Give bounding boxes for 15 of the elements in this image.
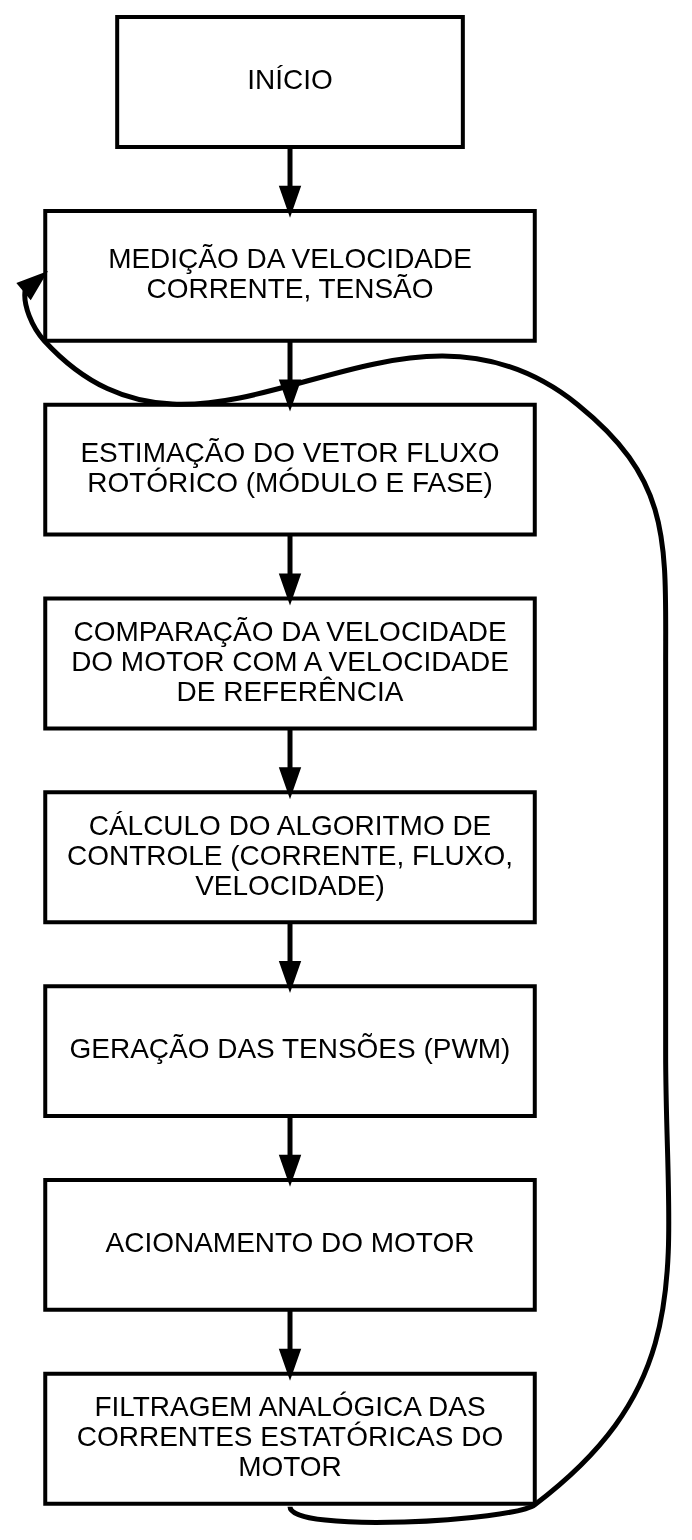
node-box: COMPARAÇÃO DA VELOCIDADE DO MOTOR COM A VELOCIDADE DE REFERÊNCIA xyxy=(42,596,537,731)
node-box: MEDIÇÃO DA VELOCIDADE CORRENTE, TENSÃO xyxy=(42,208,537,343)
arrow xyxy=(278,1310,301,1381)
node-box: INÍCIO xyxy=(114,15,465,149)
arrow xyxy=(278,728,301,800)
node-box: CÁLCULO DO ALGORITMO DE CONTROLE (CORRENTE, FLUXO, VELOCIDADE) xyxy=(42,790,537,925)
arrow xyxy=(278,534,301,606)
arrow xyxy=(278,1116,301,1187)
arrow xyxy=(15,270,671,1525)
node-box: GERAÇÃO DAS TENSÕES (PWM) xyxy=(42,984,537,1118)
arrow xyxy=(278,922,301,994)
node-box: ESTIMAÇÃO DO VETOR FLUXO ROTÓRICO (MÓDULO E FASE) xyxy=(42,402,537,537)
node-box: ACIONAMENTO DO MOTOR xyxy=(42,1177,537,1312)
arrow xyxy=(278,147,301,218)
node-box: FILTRAGEM ANALÓGICA DAS CORRENTES ESTATÓRICAS DO MOTOR xyxy=(42,1371,537,1506)
